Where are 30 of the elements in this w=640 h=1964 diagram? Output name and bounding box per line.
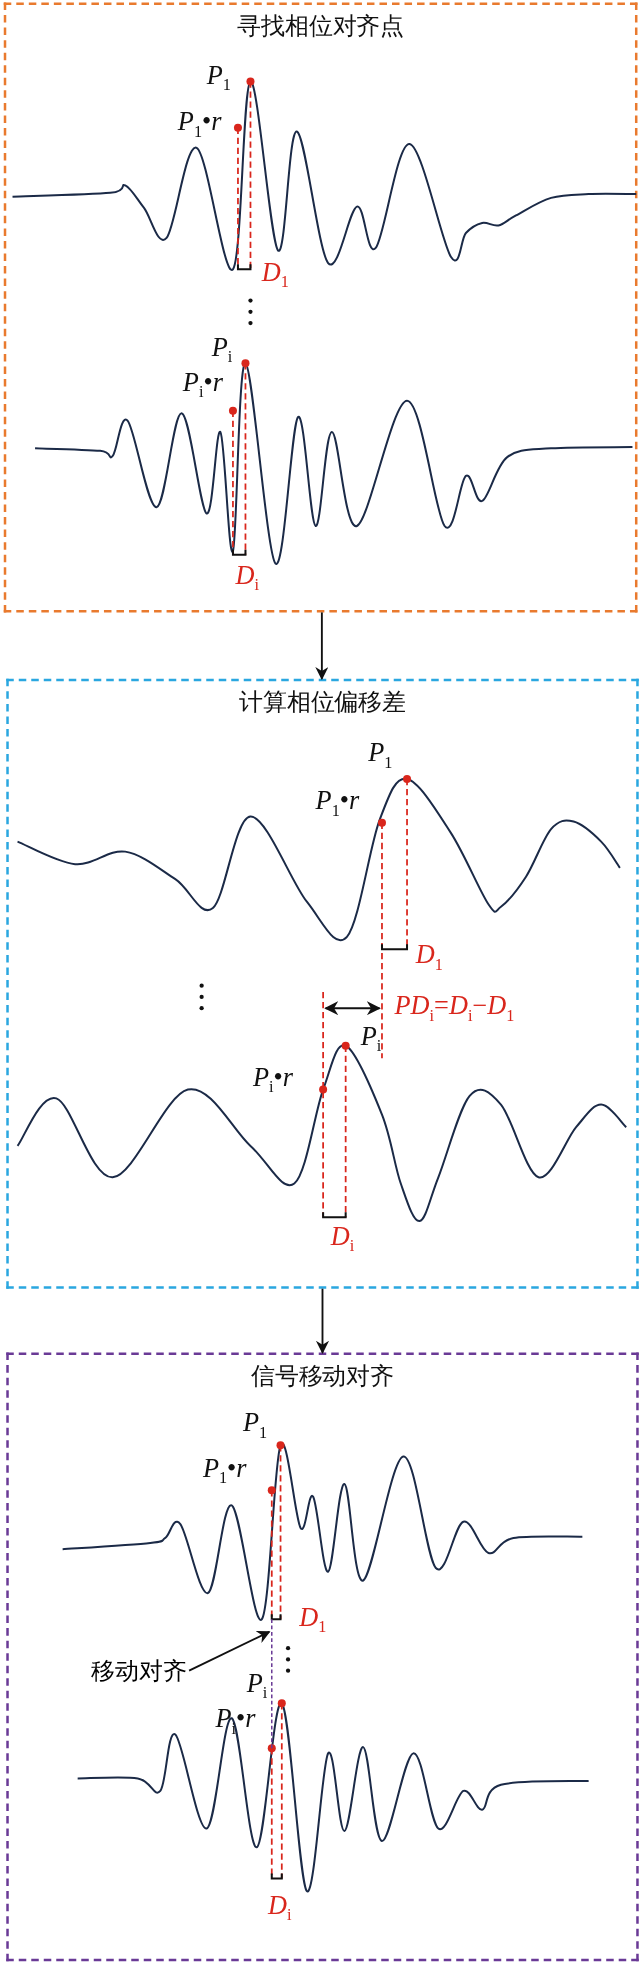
- arrow: [315, 1287, 330, 1354]
- distance-label: D$_{i}$: [235, 562, 259, 593]
- dashed-panel: [6, 678, 639, 1289]
- annotation-text: 移动对齐: [91, 1655, 187, 1689]
- point-label: P$_{i}$: [211, 334, 233, 365]
- formula: PD$_{i}$=D$_{i}$−D$_{1}$: [394, 993, 515, 1024]
- point-label: P$_{1}$•r: [177, 108, 222, 140]
- point-label: P$_{i}$•r: [215, 1705, 256, 1737]
- panel-title: 寻找相位对齐点: [236, 11, 405, 41]
- point-label: P$_{i}$•r: [182, 369, 223, 400]
- point-label: P$_{1}$: [368, 740, 393, 771]
- point-label: P$_{1}$: [206, 62, 231, 93]
- dashed-panel: [3, 2, 638, 613]
- point-label: P$_{1}$•r: [202, 1455, 247, 1486]
- distance-label: D$_{i}$: [330, 1223, 355, 1254]
- point-label: P$_{i}$: [246, 1670, 268, 1701]
- point-label: P$_{i}$: [360, 1023, 382, 1054]
- arrow: [188, 1630, 271, 1672]
- point-label: P$_{i}$•r: [253, 1064, 294, 1095]
- point-label: P$_{1}$: [242, 1410, 268, 1441]
- point-label: P$_{1}$•r: [315, 787, 360, 819]
- panel-title: 计算相位偏移差: [238, 687, 407, 718]
- distance-label: D$_{i}$: [268, 1892, 292, 1923]
- alignment-line: [271, 1618, 273, 1750]
- dashed-panel: [6, 1352, 639, 1962]
- distance-label: D$_{1}$: [299, 1604, 327, 1635]
- arrow: [315, 611, 329, 681]
- distance-label: D$_{1}$: [261, 259, 289, 290]
- distance-label: D$_{1}$: [415, 941, 443, 973]
- panel-title: 信号移动对齐: [250, 1361, 395, 1391]
